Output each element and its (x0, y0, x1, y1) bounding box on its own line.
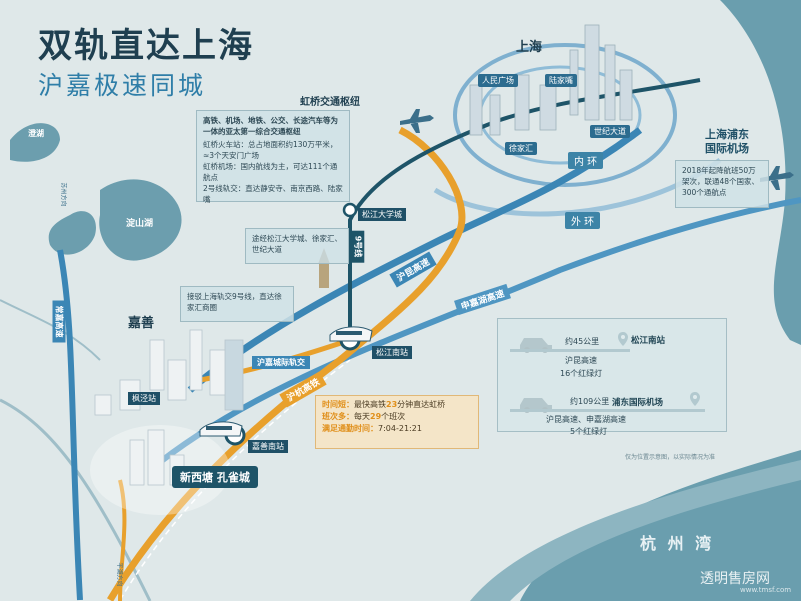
page-subtitle: 沪嘉极速同城 (38, 71, 207, 100)
shiji-avenue-label: 世纪大道 (590, 125, 630, 138)
hongqiao-intro: 高铁、机场、地铁、公交、长途汽车等为一体的亚太第一综合交通枢纽 (203, 116, 338, 136)
renmin-square-label: 人民广场 (478, 74, 518, 87)
songjiang-univ-station-marker (342, 202, 358, 218)
pudong-info-panel: 2018年起降航班50万架次，联通48个国家、300个通航点 (675, 160, 769, 208)
route2-distance: 约109公里 (570, 397, 610, 406)
rail-trains-label: 班次多： (322, 412, 354, 421)
rail-time-text-b: 分钟直达虹桥 (397, 400, 446, 409)
line9-label: 9号线 (351, 230, 365, 263)
cheng-lake-label: 澄湖 (28, 129, 44, 138)
dianshan-lake-label: 淀山湖 (126, 219, 154, 229)
watermark: 透明售房网 (700, 571, 770, 587)
via-songjiang-text: 途经松江大学城、徐家汇、世纪大道 (252, 234, 342, 254)
rail-hours-value: 7:04-21:21 (378, 424, 422, 433)
shenjiahu-highway (148, 197, 801, 473)
changjia-label: 常嘉高速 (52, 300, 66, 343)
train-icon (329, 326, 373, 342)
route1-distance: 约45公里 (565, 337, 600, 346)
river-water (720, 0, 801, 345)
train-icon (199, 421, 243, 437)
disclaimer: 仅为位置示意图，以实际情况为准 (625, 454, 716, 461)
rail-trains-text-a: 每天 (354, 412, 370, 421)
route1-road: 沪昆高速 (565, 356, 597, 365)
hongqiao-info-panel: 高铁、机场、地铁、公交、长途汽车等为一体的亚太第一综合交通枢纽 虹桥火车站：总占… (196, 110, 350, 204)
route1-destination: 松江南站 (631, 336, 666, 346)
lujiazui-label: 陆家嘴 (545, 74, 577, 87)
rail-trains-text-b: 个班次 (381, 412, 406, 421)
songjiang-univ-label: 松江大学城 (358, 208, 406, 221)
watermark-url: www.tmsf.com (740, 586, 792, 594)
hongqiao-title: 虹桥交通枢纽 (300, 97, 360, 108)
plane-icon (400, 109, 434, 133)
hongqiao-airport-info: 虹桥机场：国内航线为主，可达111个通航点 (203, 162, 338, 182)
route-comparison-box (497, 318, 727, 432)
changjia-highway (57, 249, 83, 601)
route1-lights: 16个红绿灯 (560, 369, 603, 378)
connect-line9-text: 接驳上海轨交9号线，直达徐家汇商圈 (187, 292, 282, 312)
outer-ring-label: 外 环 (565, 212, 601, 229)
hongqiao-station-info: 虹桥火车站：总占地面积约130万平米，≈3个天安门广场 (203, 140, 338, 160)
huhang-rail (106, 126, 466, 601)
shanghai-label: 上海 (516, 40, 543, 55)
hangzhou-bay-label: 杭 州 湾 (640, 534, 715, 553)
rail-time-text-a: 最快高铁 (354, 400, 386, 409)
rail-hours-row: 满足通勤时间：7:04-21:21 (322, 423, 472, 435)
rail-time-label: 时间短： (322, 400, 354, 409)
pudong-airport-label: 上海浦东 国际机场 (705, 128, 749, 155)
rail-trains-value: 29 (370, 412, 382, 421)
connect-line9-note: 接驳上海轨交9号线，直达徐家汇商圈 (180, 286, 294, 322)
outer-ring-road (453, 43, 677, 187)
inner-ring-label: 内 环 (568, 152, 604, 169)
jiashan-south-label: 嘉善南站 (248, 440, 288, 453)
hukun-highway (187, 127, 643, 393)
rail-trains-row: 班次多：每天29个班次 (322, 411, 472, 423)
suzhou-direction-label: 苏州方向 (59, 182, 67, 207)
jiashan-rail-label: 沪嘉城际轨交 (252, 356, 310, 369)
jiashan-label: 嘉善 (128, 316, 155, 331)
songjiang-south-label: 松江南站 (372, 346, 412, 359)
route2-destination: 浦东国际机场 (612, 398, 664, 408)
fengjing-station-label: 枫泾站 (128, 392, 160, 405)
via-songjiang-note: 途经松江大学城、徐家汇、世纪大道 (245, 228, 349, 264)
route2-road: 沪昆高速、申嘉湖高速 (546, 415, 626, 424)
rail-hours-label: 满足通勤时间： (322, 424, 378, 433)
rail-time-row: 时间短：最快高铁23分钟直达虹桥 (322, 399, 472, 411)
hongqiao-metro-info: 2号线轨交：直达静安寺、南京西路、陆家嘴 (203, 184, 343, 204)
rail-time-value: 23 (386, 400, 398, 409)
dianshan-lake (99, 179, 182, 261)
rail-info-box: 时间短：最快高铁23分钟直达虹桥 班次多：每天29个班次 满足通勤时间：7:04… (315, 395, 479, 449)
pudong-info-text: 2018年起降航班50万架次，联通48个国家、300个通航点 (682, 166, 760, 197)
cheng-lake (10, 123, 60, 162)
plane-icon (760, 166, 794, 190)
route2-lights: 5个红绿灯 (570, 427, 608, 436)
page-title: 双轨直达上海 (38, 26, 254, 66)
pinghu-direction-label: 平湖方向 (115, 562, 123, 587)
xujiahui-label: 徐家汇 (505, 142, 537, 155)
project-logo: 新西塘 孔雀城 (172, 466, 258, 488)
